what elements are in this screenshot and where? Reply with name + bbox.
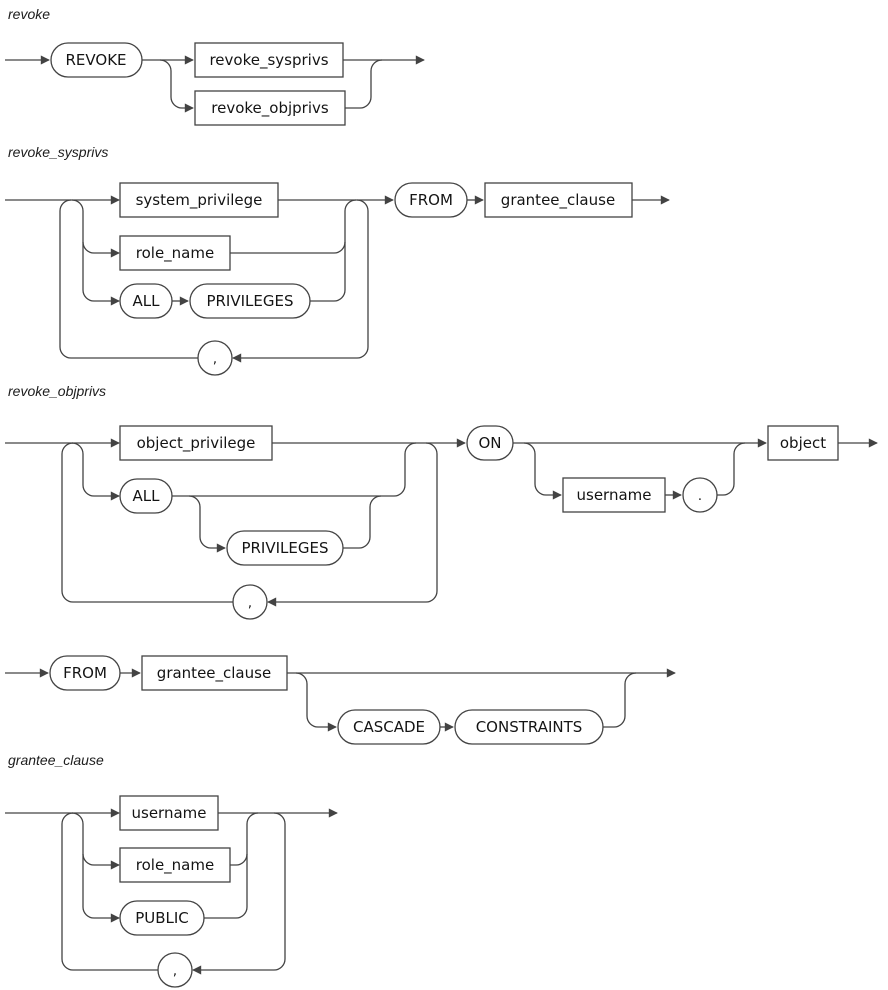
- terminal-comma-label: ,: [213, 352, 217, 367]
- branch-connector: [82, 241, 120, 258]
- nonterminal-username: [119, 795, 219, 831]
- nonterminal-system-privilege-label: system_privilege: [136, 191, 263, 210]
- terminal-from-label: FROM: [409, 191, 453, 209]
- terminal-revoke-label: REVOKE: [65, 51, 126, 69]
- branch-connector: [295, 672, 337, 732]
- merge-connector: [345, 59, 383, 109]
- terminal-from-label: FROM: [63, 664, 107, 682]
- merge-connector: [717, 442, 746, 496]
- nonterminal-role-name-label: role_name: [136, 856, 214, 875]
- terminal-privileges-label: PRIVILEGES: [241, 539, 328, 557]
- branch-connector: [71, 199, 84, 212]
- diagram-grantee-clause: grantee_clause username role_name PUBLIC…: [5, 752, 338, 988]
- loop-connector: [61, 812, 158, 971]
- diagram-title: revoke_sysprivs: [8, 144, 108, 160]
- diagram-from-cascade: FROM grantee_clause CASCADE CONSTRAINTS: [5, 655, 676, 745]
- nonterminal-grantee-clause-label: grantee_clause: [501, 191, 615, 210]
- branch-connector: [71, 812, 84, 825]
- nonterminal-grantee-clause: [141, 655, 288, 691]
- terminal-public-label: PUBLIC: [135, 909, 189, 927]
- diagram-title: revoke: [8, 6, 50, 22]
- nonterminal-role-name: [119, 235, 231, 271]
- merge-connector: [310, 199, 357, 302]
- diagram-title: grantee_clause: [8, 752, 104, 768]
- nonterminal-grantee-clause: [484, 182, 633, 218]
- branch-connector: [188, 495, 226, 553]
- terminal-comma-label: ,: [173, 964, 177, 979]
- merge-connector: [172, 442, 417, 497]
- diagram-revoke-objprivs: revoke_objprivs object_privilege ALL PRI…: [5, 383, 878, 620]
- nonterminal-revoke-sysprivs: [194, 42, 344, 78]
- loop-connector: [267, 442, 438, 607]
- diagram-title: revoke_objprivs: [8, 383, 106, 399]
- nonterminal-object-privilege: [119, 425, 273, 461]
- diagram-revoke-sysprivs: revoke_sysprivs system_privilege role_na…: [5, 144, 670, 376]
- diagram-revoke: revoke REVOKE revoke_sysprivs revoke_obj…: [5, 6, 425, 126]
- nonterminal-revoke-objprivs-label: revoke_objprivs: [211, 99, 329, 118]
- branch-connector: [71, 442, 120, 501]
- nonterminal-object-label: object: [780, 434, 826, 452]
- nonterminal-revoke-sysprivs-label: revoke_sysprivs: [209, 51, 328, 70]
- branch-connector: [82, 289, 120, 306]
- nonterminal-system-privilege: [119, 182, 279, 218]
- terminal-all-label: ALL: [133, 292, 161, 310]
- branch-connector: [82, 906, 120, 923]
- terminal-constraints-label: CONSTRAINTS: [476, 718, 583, 736]
- terminal-cascade-label: CASCADE: [353, 718, 425, 736]
- terminal-dot-label: .: [698, 489, 702, 504]
- terminal-all-label: ALL: [133, 487, 161, 505]
- nonterminal-username-label: username: [577, 486, 652, 504]
- branch-connector: [159, 59, 194, 113]
- loop-connector: [59, 199, 198, 359]
- nonterminal-role-name-label: role_name: [136, 244, 214, 263]
- merge-connector: [603, 672, 637, 728]
- branch-connector: [82, 853, 120, 870]
- nonterminal-username: [562, 477, 666, 513]
- nonterminal-grantee-clause-label: grantee_clause: [157, 664, 271, 683]
- branch-connector: [523, 442, 562, 500]
- terminal-privileges-label: PRIVILEGES: [206, 292, 293, 310]
- merge-connector: [230, 812, 259, 866]
- merge-connector: [230, 241, 346, 254]
- nonterminal-username-label: username: [132, 804, 207, 822]
- merge-connector: [204, 854, 248, 919]
- nonterminal-role-name: [119, 847, 231, 883]
- loop-connector: [192, 812, 286, 975]
- merge-connector: [343, 495, 382, 549]
- loop-connector: [61, 442, 233, 603]
- terminal-comma-label: ,: [248, 596, 252, 611]
- loop-connector: [232, 199, 369, 363]
- terminal-on-label: ON: [478, 434, 501, 452]
- nonterminal-object-privilege-label: object_privilege: [137, 434, 256, 453]
